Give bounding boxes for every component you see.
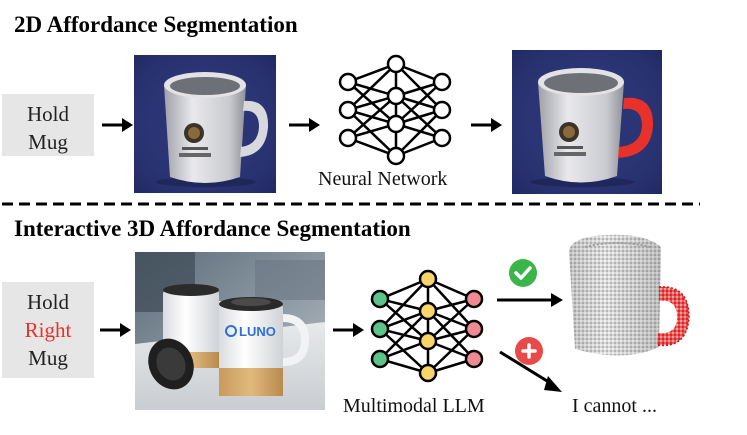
check-icon <box>509 259 537 287</box>
section-divider <box>2 202 700 206</box>
segmented-mug-image <box>512 50 662 194</box>
arrow-icon <box>471 118 502 132</box>
bottom-prompt-line3: Mug <box>28 346 68 370</box>
top-prompt-box: Hold Mug <box>2 94 94 156</box>
bottom-prompt-line1: Hold <box>27 290 69 314</box>
neural-network-label: Neural Network <box>318 168 448 190</box>
multimodal-llm-label: Multimodal LLM <box>343 395 485 417</box>
arrow-icon <box>499 350 562 392</box>
arrow-icon <box>333 323 364 337</box>
bottom-prompt-box: Hold Right Mug <box>2 282 94 378</box>
top-section-title: 2D Affordance Segmentation <box>14 12 298 37</box>
neural-network-icon <box>338 54 452 166</box>
arrow-icon <box>100 323 131 337</box>
arrow-icon <box>497 293 563 307</box>
cross-icon <box>515 337 543 365</box>
arrow-icon <box>289 118 320 132</box>
brand-logo-text: LUNO <box>239 324 276 339</box>
bottom-prompt-line2-highlight: Right <box>24 318 72 342</box>
point-cloud-mug <box>569 234 690 356</box>
input-mug-image <box>134 55 276 193</box>
mug-scene-photo: LUNO <box>135 252 325 410</box>
multimodal-llm-icon <box>370 269 484 383</box>
arrow-icon <box>102 118 133 132</box>
bottom-section-title: Interactive 3D Affordance Segmentation <box>14 216 411 241</box>
top-prompt-line2: Mug <box>28 130 68 154</box>
refusal-text: I cannot ... <box>572 395 657 417</box>
top-prompt-line1: Hold <box>27 102 69 126</box>
